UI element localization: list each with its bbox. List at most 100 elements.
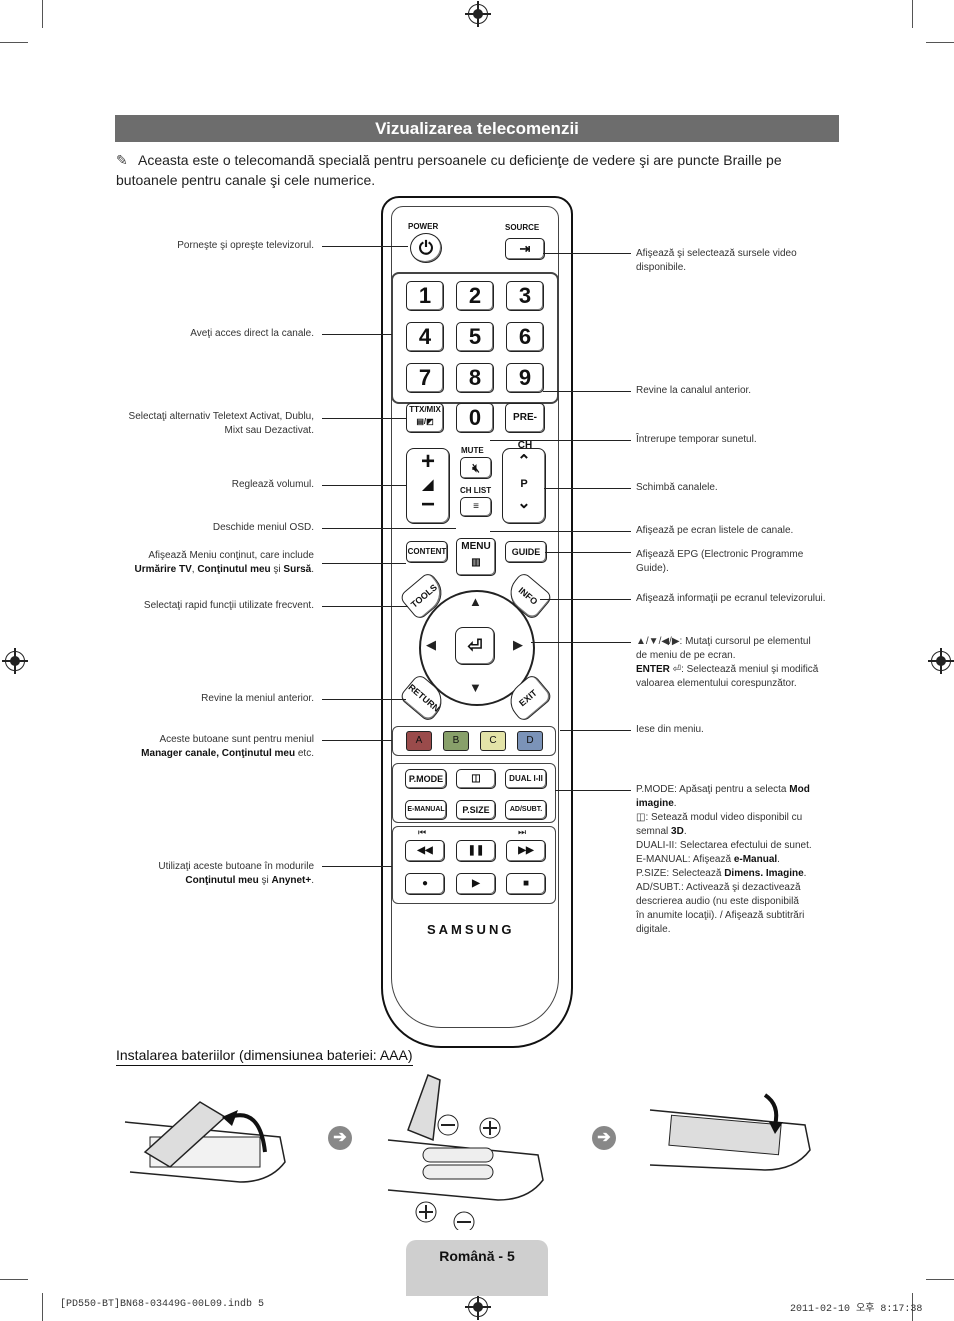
color-key-d[interactable]: D [517, 731, 543, 751]
record-button[interactable]: ● [405, 873, 445, 895]
leader-line [322, 246, 408, 247]
arrow-up-icon[interactable]: ▲ [469, 594, 482, 609]
skip-forward-icon: ⏭ [518, 827, 527, 837]
media-keys-frame [392, 826, 556, 904]
number-key-8[interactable]: 8 [456, 363, 494, 393]
rewind-button[interactable]: ◀◀ [405, 840, 445, 862]
power-button[interactable]: ⏻ [410, 233, 442, 263]
battery-step-3-illustration [649, 1093, 811, 1171]
crop-mark [926, 1279, 954, 1280]
arrow-right-icon: ➔ [592, 1126, 616, 1150]
label-channel: Schimbă canalele. [636, 482, 718, 493]
channel-rocker[interactable]: ⌃ P ⌄ [502, 448, 546, 524]
number-key-1[interactable]: 1 [406, 281, 444, 311]
channel-down-icon: ⌄ [517, 495, 531, 512]
leader-line [322, 563, 406, 564]
power-label: POWER [408, 222, 439, 231]
p-mode-button[interactable]: P.MODE [405, 769, 447, 789]
leader-line [490, 440, 631, 441]
mute-label: MUTE [461, 446, 484, 455]
label-tools: Selectaţi rapid funcţii utilizate frecve… [143, 600, 314, 611]
pre-ch-button[interactable]: PRE-CH [505, 403, 545, 451]
leader-line [531, 642, 631, 643]
ad-subt-button[interactable]: AD/SUBT. [505, 800, 547, 820]
leader-line [540, 599, 631, 600]
number-key-4[interactable]: 4 [406, 322, 444, 352]
play-button[interactable]: ▶ [456, 873, 496, 895]
ttx-mix-button[interactable]: TTX/MIX▤/◩ [406, 403, 444, 433]
page-title: Vizualizarea telecomenzii [115, 115, 839, 142]
source-button[interactable]: ⇥ [505, 238, 545, 260]
volume-icon: ◢ [422, 476, 434, 492]
registration-mark-icon [465, 1294, 491, 1320]
list-icon: ≡ [473, 501, 479, 512]
crop-mark [0, 1279, 28, 1280]
number-key-6[interactable]: 6 [506, 322, 544, 352]
crop-mark [42, 0, 43, 28]
number-key-7[interactable]: 7 [406, 363, 444, 393]
crop-mark [912, 1293, 913, 1321]
skip-back-icon: ⏮ [418, 827, 427, 837]
play-icon: ▶ [472, 878, 480, 889]
color-key-c[interactable]: C [480, 731, 506, 751]
crop-mark [926, 42, 954, 43]
rewind-icon: ◀◀ [417, 845, 433, 856]
battery-step-1-illustration [124, 1101, 286, 1183]
pencil-note-icon: ✎ [116, 152, 128, 168]
dual-button[interactable]: DUAL I-II [505, 769, 547, 789]
mute-icon: 🔇︎ [472, 461, 480, 475]
label-function-keys: P.MODE: Apăsaţi pentru a selecta Mod ima… [636, 784, 812, 935]
3d-button[interactable]: ◫ [456, 769, 496, 789]
registration-mark-icon [465, 1, 491, 27]
leader-line [322, 485, 406, 486]
label-pre-ch: Revine la canalul anterior. [636, 385, 752, 396]
ch-list-label: CH LIST [460, 486, 492, 495]
menu-grid-icon: ▥ [471, 557, 481, 568]
volume-rocker[interactable]: + ◢ − [406, 448, 450, 524]
fast-forward-button[interactable]: ▶▶ [506, 840, 546, 862]
registration-mark-icon [928, 648, 954, 674]
number-key-3[interactable]: 3 [506, 281, 544, 311]
ch-list-button[interactable]: ≡ [460, 497, 492, 517]
function-keys-frame [392, 763, 556, 823]
enter-button[interactable]: ⏎ [455, 627, 495, 665]
label-exit: Iese din meniu. [636, 724, 704, 735]
leader-line [322, 740, 392, 741]
content-button[interactable]: CONTENT [406, 541, 448, 563]
install-title: Instalarea bateriilor (dimensiunea bater… [116, 1047, 413, 1066]
leader-line [545, 552, 631, 553]
print-slug-left: [PD550-BT]BN68-03449G-00L09.indb 5 [60, 1299, 265, 1310]
leader-line [322, 528, 456, 529]
remote-inner-outline [391, 206, 559, 1028]
number-key-5[interactable]: 5 [456, 322, 494, 352]
registration-mark-icon [2, 648, 28, 674]
arrow-down-icon[interactable]: ▼ [469, 680, 482, 695]
label-power: Porneşte şi opreşte televizorul. [177, 240, 314, 251]
mute-button[interactable]: 🔇︎ [460, 457, 492, 479]
menu-button[interactable]: MENU▥ [456, 538, 496, 576]
label-mute: Întrerupe temporar sunetul. [636, 434, 757, 445]
e-manual-button[interactable]: E-MANUAL [405, 800, 447, 820]
arrow-left-icon[interactable]: ◀ [426, 637, 436, 652]
battery-step-2-illustration [387, 1074, 544, 1230]
number-key-0[interactable]: 0 [456, 403, 494, 433]
arrow-right-icon[interactable]: ▶ [513, 637, 523, 652]
number-key-9[interactable]: 9 [506, 363, 544, 393]
teletext-icon: ▤/◩ [416, 417, 434, 426]
enter-small-icon: ⏎ [669, 664, 682, 675]
pause-button[interactable]: ❚❚ [456, 840, 496, 862]
p-size-button[interactable]: P.SIZE [456, 800, 496, 820]
guide-button[interactable]: GUIDE [505, 541, 547, 563]
color-key-b[interactable]: B [443, 731, 469, 751]
stop-button[interactable]: ■ [506, 873, 546, 895]
leader-line [560, 730, 631, 731]
source-input-icon: ⇥ [519, 241, 531, 256]
stop-icon: ■ [522, 878, 530, 889]
3d-icon: ◫ [471, 773, 481, 784]
page-number-tab: Română - 5 [406, 1240, 548, 1296]
number-key-2[interactable]: 2 [456, 281, 494, 311]
leader-line [322, 606, 408, 607]
color-key-a[interactable]: A [406, 731, 432, 751]
